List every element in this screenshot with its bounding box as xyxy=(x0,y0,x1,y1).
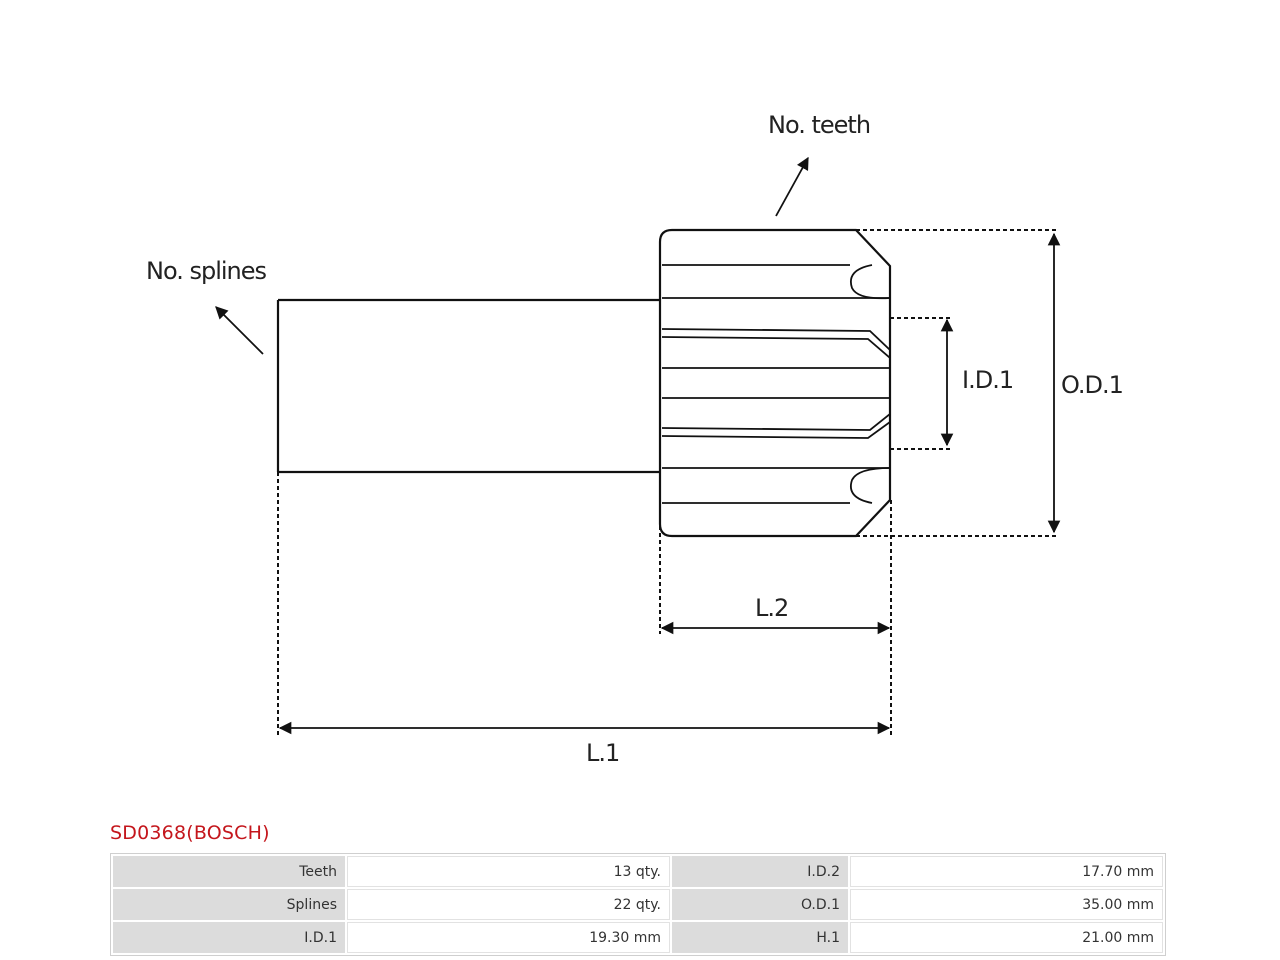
spec-label: I.D.2 xyxy=(672,856,848,887)
spec-value: 22 qty. xyxy=(347,889,670,920)
spec-label: Teeth xyxy=(113,856,345,887)
spec-value: 13 qty. xyxy=(347,856,670,887)
teeth-leader-arrow xyxy=(775,156,809,217)
shaft-outline xyxy=(276,298,660,474)
spec-label: H.1 xyxy=(672,922,848,953)
spec-label: I.D.1 xyxy=(113,922,345,953)
id1-label: I.D.1 xyxy=(962,366,1013,394)
extension-lines xyxy=(277,229,1058,736)
splines-leader-arrow xyxy=(215,306,264,355)
spec-label: O.D.1 xyxy=(672,889,848,920)
spec-value: 21.00 mm xyxy=(850,922,1163,953)
spec-value: 19.30 mm xyxy=(347,922,670,953)
od1-label: O.D.1 xyxy=(1061,371,1123,399)
table-row: Teeth 13 qty. I.D.2 17.70 mm xyxy=(113,856,1163,887)
splines-label: No. splines xyxy=(146,257,267,285)
spec-value: 35.00 mm xyxy=(850,889,1163,920)
l2-label: L.2 xyxy=(755,594,788,622)
gear-outline xyxy=(658,228,892,538)
l1-label: L.1 xyxy=(586,739,619,767)
part-title: SD0368(BOSCH) xyxy=(110,822,270,844)
starter-drive-diagram: No. teeth No. splines I.D.1 O.D.1 L.2 L.… xyxy=(146,111,1124,767)
spec-label: Splines xyxy=(113,889,345,920)
table-row: I.D.1 19.30 mm H.1 21.00 mm xyxy=(113,922,1163,953)
spec-value: 17.70 mm xyxy=(850,856,1163,887)
specs-table: Teeth 13 qty. I.D.2 17.70 mm Splines 22 … xyxy=(110,853,1166,956)
table-row: Splines 22 qty. O.D.1 35.00 mm xyxy=(113,889,1163,920)
teeth-label: No. teeth xyxy=(768,111,870,139)
